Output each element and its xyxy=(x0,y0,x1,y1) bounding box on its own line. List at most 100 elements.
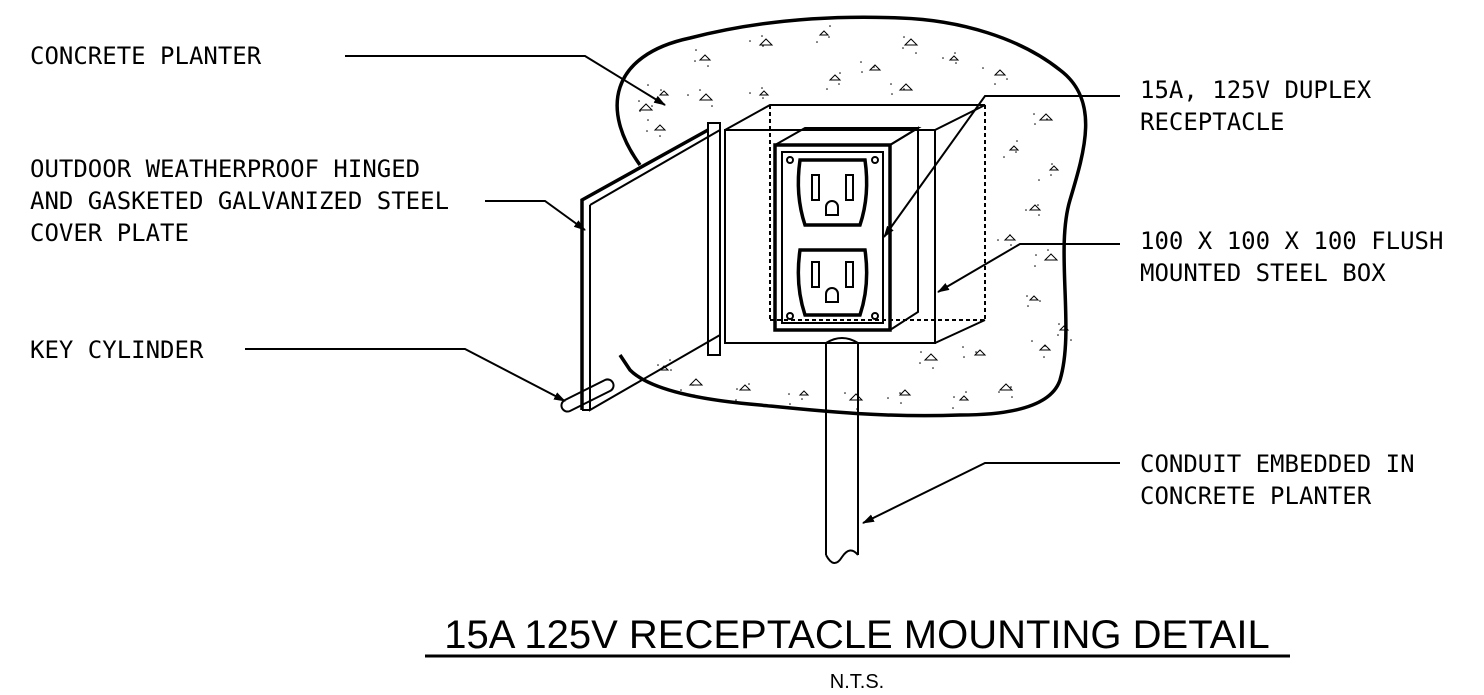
stipple-dot xyxy=(693,394,695,396)
stipple-mark xyxy=(1028,295,1040,301)
stipple-mark xyxy=(848,393,864,401)
stipple-dot xyxy=(670,369,672,371)
key-cylinder xyxy=(560,378,615,413)
stipple-dot xyxy=(919,362,921,364)
stipple-dot xyxy=(915,52,917,54)
stipple-dot xyxy=(1058,323,1060,325)
stipple-mark xyxy=(948,55,960,61)
stipple-dot xyxy=(638,100,640,102)
stipple-dot xyxy=(903,88,905,90)
stipple-mark xyxy=(1048,165,1060,171)
stipple-dot xyxy=(801,398,803,400)
leader-lines xyxy=(245,55,1120,524)
stipple-dot xyxy=(1044,345,1046,347)
stipple-dot xyxy=(657,364,659,366)
label-conduit-line1: CONDUIT EMBEDDED IN xyxy=(1140,450,1415,478)
stipple-dot xyxy=(748,383,750,385)
stipple-dot xyxy=(1025,209,1027,211)
label-receptacle-line1: 15A, 125V DUPLEX xyxy=(1140,76,1372,104)
stipple-dot xyxy=(749,40,751,42)
stipple-dot xyxy=(891,93,893,95)
stipple-dot xyxy=(997,239,999,241)
stipple-dot xyxy=(669,359,671,361)
stipple-mark xyxy=(1058,325,1070,331)
stipple-dot xyxy=(1039,300,1041,302)
stipple-dot xyxy=(692,384,694,386)
stipple-dot xyxy=(955,62,957,64)
stipple-dot xyxy=(942,57,944,59)
stipple-dot xyxy=(1057,334,1059,336)
stipple-dot xyxy=(1003,156,1005,158)
stipple-dot xyxy=(873,66,875,68)
stipple-dot xyxy=(639,110,641,112)
stipple-mark xyxy=(738,384,752,391)
stipple-dot xyxy=(1043,356,1045,358)
stipple-dot xyxy=(788,393,790,395)
stipple-mark xyxy=(1003,234,1017,241)
stipple-dot xyxy=(953,396,955,398)
stipple-dot xyxy=(647,119,649,121)
stipple-dot xyxy=(962,346,964,348)
stipple-dot xyxy=(861,71,863,73)
stipple-dot xyxy=(920,351,922,353)
stipple-dot xyxy=(844,392,846,394)
stipple-mark xyxy=(658,90,670,96)
stipple-mark xyxy=(903,38,919,46)
stipple-dot xyxy=(761,35,763,37)
stipple-dot xyxy=(1038,179,1040,181)
stipple-dot xyxy=(1038,214,1040,216)
stipple-dot xyxy=(839,72,841,74)
stipple-dot xyxy=(680,389,682,391)
stipple-mark xyxy=(1008,145,1020,151)
stipple-dot xyxy=(735,399,737,401)
stipple-dot xyxy=(1026,295,1028,297)
stipple-dot xyxy=(736,388,738,390)
stipple-mark xyxy=(758,38,774,46)
stipple-dot xyxy=(1010,244,1012,246)
stipple-dot xyxy=(954,52,956,54)
label-cover-plate-line3: COVER PLATE xyxy=(30,219,189,247)
stipple-mark xyxy=(868,64,882,71)
stipple-dot xyxy=(707,65,709,67)
stipple-dot xyxy=(1006,78,1008,80)
stipple-mark xyxy=(923,353,939,361)
stipple-dot xyxy=(1031,340,1033,342)
stipple-dot xyxy=(1070,339,1072,341)
stipple-dot xyxy=(695,49,697,51)
stipple-mark xyxy=(828,74,842,81)
stipple-dot xyxy=(1011,396,1013,398)
label-key-cylinder: KEY CYLINDER xyxy=(30,336,204,364)
stipple-dot xyxy=(902,47,904,49)
stipple-dot xyxy=(660,89,662,91)
label-steel-box-line2: MOUNTED STEEL BOX xyxy=(1140,259,1386,287)
stipple-dot xyxy=(687,94,689,96)
stipple-mark xyxy=(1038,113,1054,121)
stipple-mark xyxy=(653,124,667,131)
label-concrete-planter: CONCRETE PLANTER xyxy=(30,42,262,70)
stipple-mark xyxy=(698,93,714,101)
scale-note: N.T.S. xyxy=(830,671,884,693)
hinged-cover-plate xyxy=(580,122,721,412)
stipple-dot xyxy=(828,36,830,38)
stipple-dot xyxy=(761,87,763,89)
stipple-dot xyxy=(647,84,649,86)
stipple-dot xyxy=(1010,386,1012,388)
stipple-mark xyxy=(898,83,914,91)
stipple-dot xyxy=(1016,140,1018,142)
stipple-mark xyxy=(638,103,654,111)
stipple-mark xyxy=(1038,344,1052,351)
stipple-dot xyxy=(749,92,751,94)
stipple-mark xyxy=(1043,253,1059,261)
stipple-mark xyxy=(898,389,912,396)
concrete-planter-outline xyxy=(615,15,1088,418)
stipple-dot xyxy=(829,25,831,27)
stipple-mark xyxy=(698,54,712,61)
stipple-mark xyxy=(688,378,704,386)
stipple-dot xyxy=(1027,305,1029,307)
stipple-dot xyxy=(1051,163,1053,165)
stipple-dot xyxy=(932,367,934,369)
stipple-dot xyxy=(762,97,764,99)
label-receptacle-line2: RECEPTACLE xyxy=(1140,108,1285,136)
stipple-dot xyxy=(1037,204,1039,206)
stipple-dot xyxy=(998,391,1000,393)
